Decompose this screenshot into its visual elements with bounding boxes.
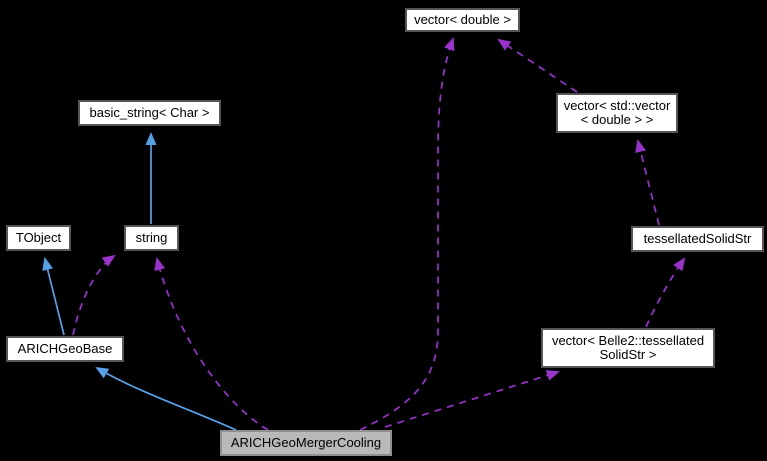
edge-arichgeomergercooling-to-vector-belle2-tessellated (384, 370, 560, 428)
node-tessellatedsolidstr[interactable]: tessellatedSolidStr (631, 226, 764, 252)
edge-arichgeomergercooling-to-arichgeobase (95, 366, 237, 431)
edge-arichgeobase-to-string (72, 254, 116, 336)
node-vector-belle2-tessellatedsolidstr[interactable]: vector< Belle2::tessellated SolidStr > (541, 328, 715, 368)
edge-tessellatedsolidstr-to-vector-std-vector-double (635, 139, 660, 226)
edge-vector-std-vector-double-to-vector-double (497, 38, 578, 93)
edge-arichgeomergercooling-to-vector-double (359, 37, 455, 431)
node-basic-string-char[interactable]: basic_string< Char > (78, 100, 221, 126)
node-tobject[interactable]: TObject (6, 225, 71, 251)
edge-vector-belle2-tessellated-to-tessellatedsolidstr (645, 257, 686, 328)
edge-arichgeobase-to-tobject (42, 257, 65, 336)
node-arichgeobase[interactable]: ARICHGeoBase (6, 336, 124, 362)
node-arichgeomergercooling[interactable]: ARICHGeoMergerCooling (220, 430, 392, 456)
edge-arichgeomergercooling-to-string (154, 257, 269, 431)
node-vector-double[interactable]: vector< double > (405, 8, 520, 32)
node-vector-std-vector-double[interactable]: vector< std::vector < double > > (556, 93, 678, 133)
node-string[interactable]: string (124, 225, 179, 251)
